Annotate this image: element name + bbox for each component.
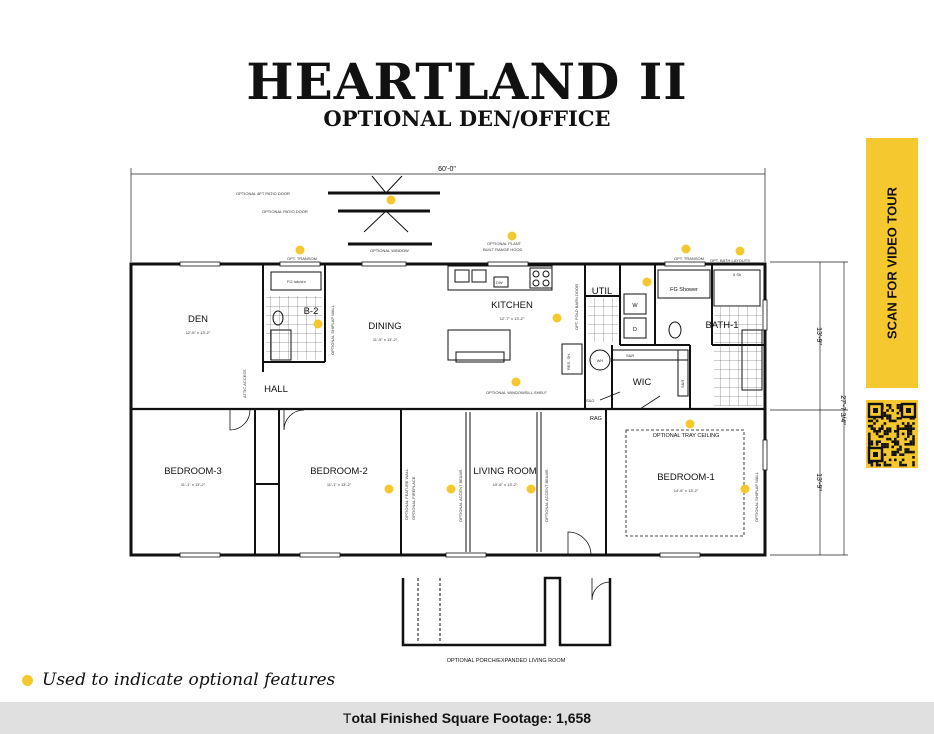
optional-tray-ceiling (625, 429, 745, 537)
plan-title: HEARTLAND II (246, 52, 688, 111)
note-sr: S&R (626, 353, 634, 358)
dim-upper: 13'-9" (815, 327, 822, 345)
note-plant-1: OPTIONAL PLANT (487, 241, 522, 246)
optional-porch (401, 576, 612, 647)
room-wic: WIC (633, 377, 652, 388)
note-opt-transom: OPT. TRANSOM (287, 256, 317, 261)
dim-lower: 13'-9" (815, 473, 822, 491)
room-hall: HALL (264, 384, 288, 395)
note-patio-8ft: OPTIONAL 8FT PATIO DOOR (236, 191, 290, 196)
optional-marker (295, 245, 305, 255)
note-opt-transom-2: OPT. TRANSOM (674, 256, 704, 261)
note-washer: W (632, 303, 638, 309)
note-sr-2: S&R (680, 380, 685, 388)
note-accent-beams-2: OPTIONAL ACCENT BEAMS (544, 469, 549, 522)
note-sg: S&G (586, 398, 594, 403)
note-res-sh: RES. SH. (566, 353, 571, 370)
optional-marker (685, 419, 695, 429)
legend-dot (22, 674, 33, 686)
footage-label: otal Finished Square Footage: (351, 710, 557, 726)
dim-depth: 27'-7 3/4" (839, 395, 846, 425)
note-attic-access: ATTIC ACCESS (242, 369, 247, 398)
room-bedroom2-size: 11'-1" x 13'-2" (327, 482, 352, 487)
note-plant-2: BUILT RANGE HOOD (483, 247, 523, 252)
room-den: DEN (188, 314, 208, 325)
optional-marker (313, 319, 323, 329)
room-bedroom1-size: 14'-6" x 13'-2" (674, 488, 699, 493)
dimension-lines (130, 168, 848, 556)
exterior-walls (129, 262, 767, 557)
note-fireplace: OPTIONAL FIREPLACE (411, 476, 416, 520)
footage-value: 1,658 (556, 710, 592, 726)
optional-marker (511, 377, 521, 387)
optional-marker (740, 484, 750, 494)
room-kitchen-size: 12'-7" x 13'-2" (500, 316, 525, 321)
optional-marker (552, 313, 562, 323)
note-opt-window: OPTIONAL WINDOW (370, 248, 409, 253)
doors (229, 391, 661, 556)
note-barn-door: OPT. FOLD BARN DOOR (574, 284, 579, 330)
room-dining-size: 11'-5" x 13'-2" (373, 337, 398, 342)
room-bedroom3-size: 11'-1" x 13'-2" (181, 482, 206, 487)
note-wh: WH (597, 358, 604, 363)
note-tray-ceiling: OPTIONAL TRAY CEILING (653, 433, 720, 439)
note-shiplap-wall-2: OPTIONAL SHIPLAP WALL (754, 471, 759, 522)
room-util: UTIL (592, 286, 613, 297)
kitchen-fixtures (447, 265, 583, 375)
optional-accent-beams (465, 412, 542, 552)
tile-b2 (266, 296, 322, 360)
video-tour-label: SCAN FOR VIDEO TOUR (884, 186, 900, 340)
tile-util (588, 298, 618, 342)
note-fg-tub: FG tub/shr (287, 279, 307, 284)
note-dw: DW (496, 280, 503, 285)
note-fg-shower: FG Shower (670, 287, 698, 293)
optional-marker (735, 246, 745, 256)
square-footage-bar: Total Finished Square Footage: 1,658 (0, 702, 934, 734)
note-windowsill-shelf: OPTIONAL WINDOWSILL SHELF (486, 390, 547, 395)
note-dryer: D (633, 327, 637, 333)
qr-modules (867, 402, 917, 467)
room-den-size: 12'-6" x 13'-2" (186, 330, 211, 335)
optional-marker (384, 484, 394, 494)
legend-text: Used to indicate optional features (42, 670, 336, 690)
tile-bath1 (714, 306, 762, 406)
room-bedroom2: BEDROOM-2 (310, 466, 368, 477)
room-living: LIVING ROOM (473, 466, 536, 477)
room-bedroom1: BEDROOM-1 (657, 472, 715, 483)
optional-marker (642, 277, 652, 287)
video-tour-banner[interactable]: SCAN FOR VIDEO TOUR (866, 138, 918, 388)
note-bath-layouts: OPT. BATH LAYOUTS (710, 258, 750, 263)
room-bedroom3: BEDROOM-3 (164, 466, 222, 477)
optional-patio-door (328, 175, 440, 246)
note-rag: RAG (590, 416, 602, 422)
interior-walls (254, 264, 765, 555)
room-kitchen: KITCHEN (491, 300, 533, 311)
optional-marker (446, 484, 456, 494)
room-b2: B-2 (304, 306, 319, 317)
note-feature-wall: OPTIONAL FEATURE WALL (404, 468, 409, 520)
room-dining: DINING (368, 321, 401, 332)
note-shiplap-wall: OPTIONAL SHIPLAP WALL (330, 304, 335, 355)
note-patio: OPTIONAL PATIO DOOR (262, 209, 308, 214)
note-accent-beams: OPTIONAL ACCENT BEAMS (458, 469, 463, 522)
optional-marker (386, 195, 396, 205)
footage-label-first: T (342, 710, 352, 726)
optional-marker (526, 484, 536, 494)
room-bath1: BATH-1 (705, 320, 738, 331)
room-living-size: 19'-6" x 13'-2" (493, 482, 518, 487)
note-porch: OPTIONAL PORCH/EXPANDED LIVING ROOM (447, 658, 566, 664)
qr-code[interactable] (866, 400, 918, 468)
legend: Used to indicate optional features (22, 668, 335, 692)
optional-marker (681, 244, 691, 254)
plan-subtitle: OPTIONAL DEN/OFFICE (323, 106, 611, 131)
note-5sh: 5 Sh (733, 272, 741, 277)
optional-feature-markers (295, 195, 750, 494)
optional-marker (507, 231, 517, 241)
windows (179, 261, 768, 558)
dim-width: 60'-0" (438, 166, 456, 173)
